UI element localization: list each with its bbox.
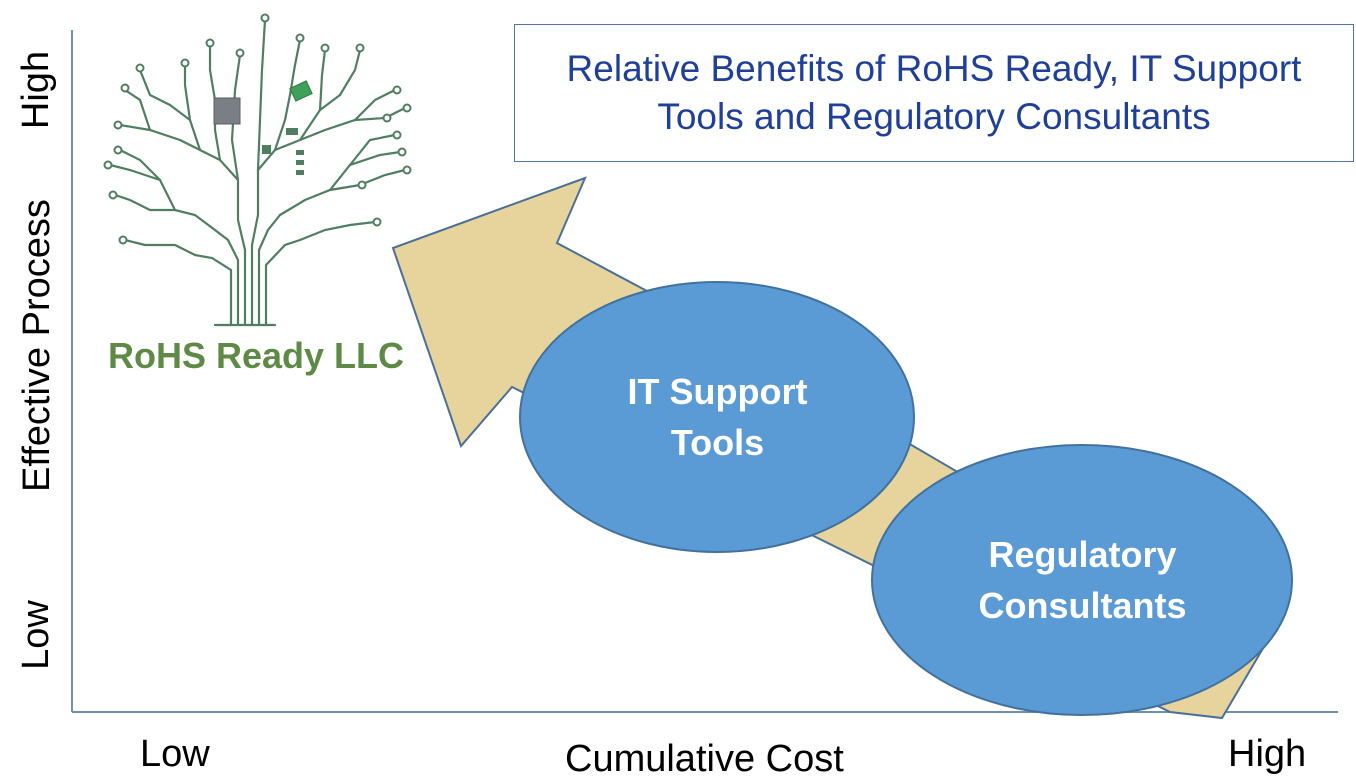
x-axis-low-label: Low [140,733,210,775]
brand-name: RoHS Ready LLC [108,335,405,376]
y-axis-low-label: Low [15,600,57,670]
grey-chip-icon [213,97,241,125]
consultants-ellipse [871,444,1293,716]
diagram-title: Relative Benefits of RoHS Ready, IT Supp… [566,47,1302,137]
it-support-label: IT Support Tools [627,371,808,463]
x-axis-high-label: High [1228,733,1307,775]
circuit-nodes-icon [103,13,412,245]
consultants-label: Regulatory Consultants [978,534,1187,626]
circuit-tree-logo-icon [108,18,407,327]
it-support-ellipse [519,281,915,553]
component-pins-icon [262,128,304,175]
green-chip-icon [289,80,313,102]
y-axis-title: Effective Process [16,199,58,492]
title-box: Relative Benefits of RoHS Ready, IT Supp… [514,24,1354,162]
x-axis-title: Cumulative Cost [565,738,844,776]
y-axis-high-label: High [15,50,57,130]
